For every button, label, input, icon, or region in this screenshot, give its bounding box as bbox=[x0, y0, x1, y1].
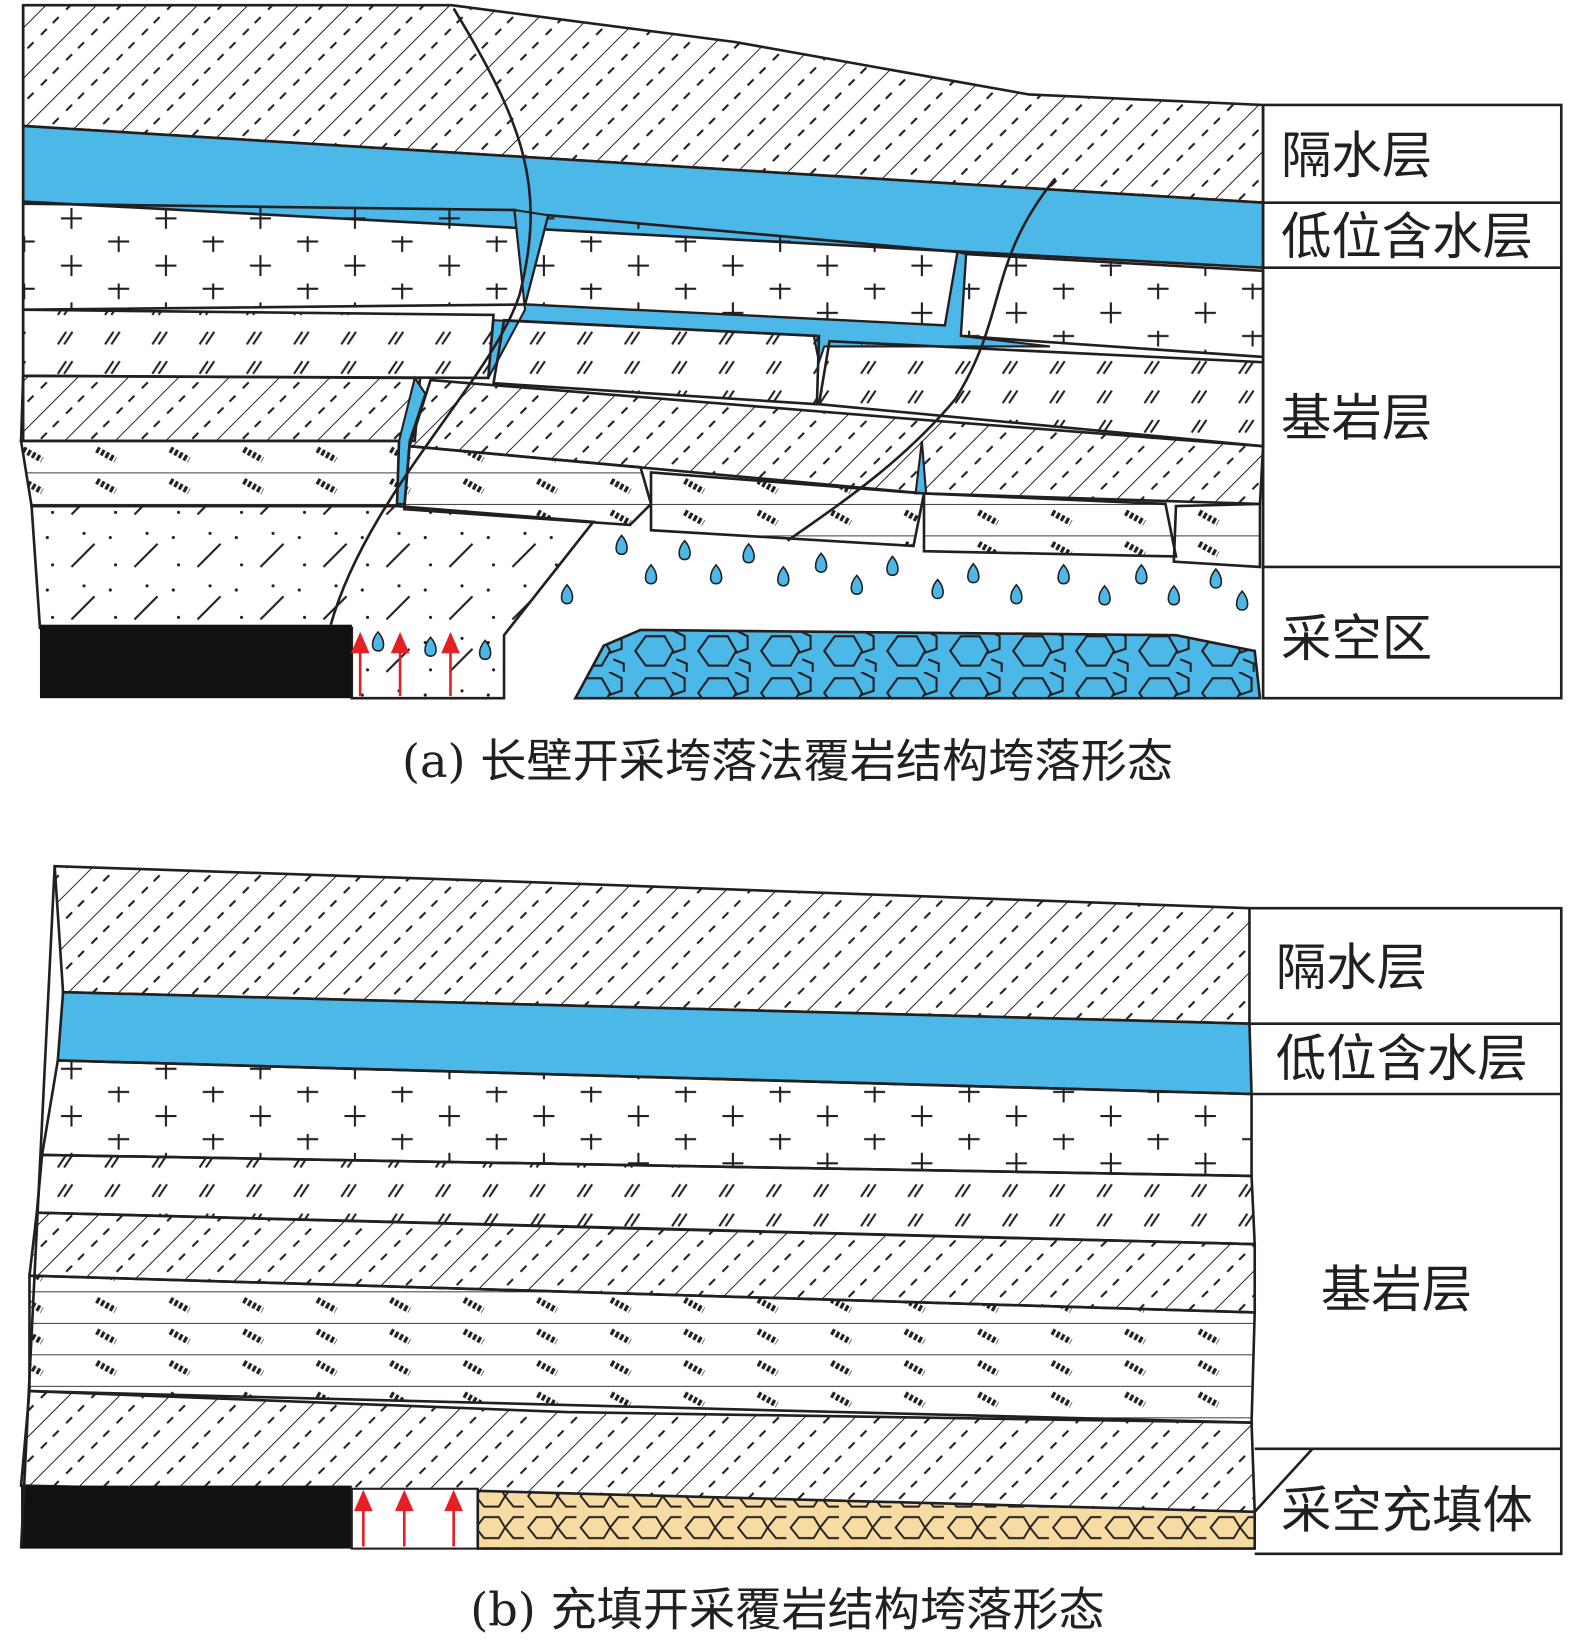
laminated-rock-layer bbox=[19, 439, 401, 508]
water-drop-icon bbox=[1135, 563, 1148, 585]
arrow-up-icon bbox=[353, 1489, 373, 1547]
slash-rock-block bbox=[491, 318, 821, 406]
water-drop-icon bbox=[850, 574, 864, 596]
water-drop-icon bbox=[931, 578, 944, 600]
water-drop-icon bbox=[560, 583, 574, 605]
water-drop-icon bbox=[1010, 583, 1023, 605]
panel-a: 隔水层 低位含水层 基岩层 采空区 (a) 长壁开采垮落法覆岩结构垮落形态 bbox=[19, 3, 1563, 788]
label-aquifer: 低位含水层 bbox=[1281, 207, 1533, 266]
panel-b: 隔水层 低位含水层 基岩层 采空充填体 (b) 充填开采覆岩结构垮落形态 bbox=[19, 864, 1563, 1636]
water-drop-icon bbox=[478, 639, 492, 661]
label-aquiclude: 隔水层 bbox=[1281, 126, 1432, 185]
coal-seam bbox=[21, 1485, 352, 1549]
support-arrows bbox=[350, 631, 460, 697]
label-aquifer: 低位含水层 bbox=[1276, 1029, 1528, 1088]
arrow-up-icon bbox=[350, 631, 370, 697]
water-drop-icon bbox=[678, 539, 691, 561]
water-drop-icon bbox=[1209, 567, 1223, 589]
legend-a: 隔水层 低位含水层 基岩层 采空区 bbox=[1261, 103, 1563, 700]
laminated-rock-block bbox=[1172, 502, 1262, 569]
caption-a: (a) 长壁开采垮落法覆岩结构垮落形态 bbox=[402, 734, 1173, 788]
arrow-up-icon bbox=[390, 631, 410, 697]
water-drop-icon bbox=[644, 563, 658, 585]
label-goaf: 采空区 bbox=[1281, 609, 1432, 668]
label-bedrock: 基岩层 bbox=[1281, 389, 1432, 448]
label-aquiclude: 隔水层 bbox=[1276, 938, 1427, 997]
hatch-rock-layer bbox=[27, 1211, 1257, 1314]
slash-rock-layer bbox=[21, 308, 495, 380]
water-drop-icon bbox=[967, 562, 980, 584]
aquiclude-layer bbox=[53, 864, 1251, 1026]
water-drop-icon bbox=[886, 555, 899, 577]
hatch-rock-layer-lower bbox=[19, 1389, 1257, 1514]
caved-rubble bbox=[573, 628, 1262, 700]
water-drop-icon bbox=[1235, 589, 1249, 611]
water-drop-icon bbox=[742, 542, 755, 564]
arrow-up-icon bbox=[441, 631, 460, 697]
water-drop-icon bbox=[1098, 584, 1111, 606]
support-arrows bbox=[353, 1489, 463, 1547]
water-drop-icon bbox=[814, 552, 828, 573]
hatch-rock-layer bbox=[19, 374, 422, 443]
water-drop-icon bbox=[615, 534, 628, 556]
label-bedrock: 基岩层 bbox=[1321, 1260, 1472, 1319]
water-drop-icon bbox=[424, 636, 437, 657]
laminated-rock-block bbox=[922, 492, 1178, 558]
legend-b: 隔水层 低位含水层 基岩层 采空充填体 bbox=[1249, 906, 1563, 1556]
water-drops bbox=[371, 534, 1249, 661]
laminated-rock-block bbox=[402, 444, 653, 527]
water-drop-icon bbox=[371, 630, 385, 652]
fracture-line bbox=[786, 177, 1057, 542]
support-space bbox=[350, 1487, 479, 1550]
arrow-up-icon bbox=[444, 1489, 463, 1547]
coal-seam bbox=[39, 624, 352, 699]
water-drop-icon bbox=[1057, 563, 1070, 585]
caption-b: (b) 充填开采覆岩结构垮落形态 bbox=[470, 1582, 1105, 1636]
arrow-up-icon bbox=[394, 1489, 414, 1547]
fracture-line bbox=[329, 7, 532, 626]
water-drop-icon bbox=[777, 565, 790, 587]
water-drop-icon bbox=[709, 563, 723, 585]
backfill-body bbox=[476, 1489, 1257, 1550]
water-drop-icon bbox=[1167, 584, 1181, 606]
label-fill: 采空充填体 bbox=[1281, 1481, 1533, 1540]
plus-rock-layer bbox=[21, 202, 527, 312]
